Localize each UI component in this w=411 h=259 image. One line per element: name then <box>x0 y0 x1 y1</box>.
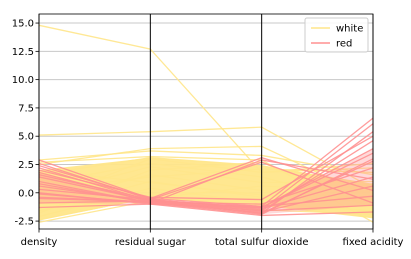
series-line <box>38 126 374 189</box>
x-dimension-label: fixed acidity <box>343 237 404 248</box>
series-line <box>38 150 374 176</box>
series-density-band <box>39 148 373 215</box>
legend: white red <box>304 17 369 53</box>
y-tick-label: 12.5 <box>12 47 34 58</box>
y-tick-label: 10.0 <box>12 75 34 86</box>
x-dimension-label: density <box>21 237 58 248</box>
plot-border <box>38 13 374 230</box>
x-dimension-label: total sulfur dioxide <box>215 237 309 248</box>
y-tick-label: 5.0 <box>18 132 34 143</box>
y-tick-labels: -2.5 0.0 2.5 5.0 7.5 10.0 12.5 15.0 <box>12 19 39 228</box>
y-tick-label: 0.0 <box>18 188 34 199</box>
y-tick-label: 15.0 <box>12 19 34 30</box>
x-dimension-label: residual sugar <box>115 237 187 248</box>
legend-label-white: white <box>336 24 363 35</box>
series-line <box>38 159 374 204</box>
series-line <box>38 160 374 214</box>
legend-label-red: red <box>336 39 352 50</box>
plot-frame <box>38 13 374 230</box>
x-dimension-labels: density residual sugar total sulfur dioxid… <box>21 229 404 248</box>
series-line <box>38 157 374 200</box>
y-tick-label: 2.5 <box>18 160 34 171</box>
y-tick-label: 7.5 <box>18 103 34 114</box>
series-line <box>38 203 374 217</box>
series-line <box>38 135 374 201</box>
series-red <box>38 117 374 217</box>
series-line <box>38 152 374 209</box>
data-lines <box>38 24 374 223</box>
y-tick-label: -2.5 <box>14 217 34 228</box>
